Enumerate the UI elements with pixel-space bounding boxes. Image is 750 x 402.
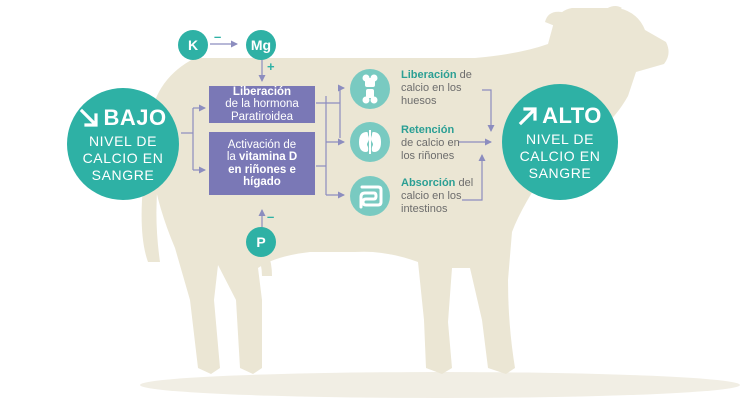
low-calcium-circle: BAJO NIVEL DE CALCIO EN SANGRE: [67, 88, 179, 200]
kidney-circle: [350, 122, 390, 162]
phosphorus-sign: –: [267, 209, 275, 224]
effect1-bold: Liberación: [401, 69, 457, 81]
high-line-3: SANGRE: [528, 164, 592, 181]
bone-release-text: Liberación de calcio en los huesos: [401, 69, 491, 108]
process2-line2-bold: vitamina D: [238, 151, 298, 163]
high-line-2: CALCIO EN: [519, 147, 601, 164]
magnesium-sign: +: [267, 59, 275, 74]
magnesium-badge: Mg: [246, 30, 276, 60]
connector-lines: [181, 40, 495, 228]
bone-joint-icon: [362, 74, 378, 104]
arrow-down-right-icon: [80, 108, 99, 127]
intestine-circle: [350, 176, 390, 216]
process2-line1: Activación de: [227, 138, 297, 151]
low-line-1: NIVEL DE: [88, 132, 158, 149]
effect3-rest: del: [455, 177, 474, 189]
intestines-icon: [359, 185, 383, 209]
arrow-up-right-icon: [518, 106, 537, 125]
process1-line3: Paratiroidea: [230, 110, 293, 123]
potassium-badge: K: [178, 30, 208, 60]
low-line-2: CALCIO EN: [82, 149, 164, 166]
process2-line2: la vitamina D: [213, 151, 311, 164]
parathyroid-hormone-box: Liberación de la hormona Paratiroidea: [209, 86, 315, 123]
high-heading: ALTO: [518, 103, 602, 129]
bone-circle: [350, 69, 390, 109]
effect2-bold: Retención: [401, 124, 455, 136]
effect1-line2: calcio en los: [401, 82, 462, 94]
effect1-rest: de: [456, 69, 472, 81]
vitamin-d-box: Activación de la vitamina D en riñones e…: [209, 132, 315, 195]
high-line-1: NIVEL DE: [525, 130, 595, 147]
effect2-line2: de calcio en: [401, 137, 460, 149]
effect3-line2: calcio en los: [401, 190, 462, 202]
process2-line3: en riñones e: [228, 163, 296, 176]
kidney-retention-text: Retención de calcio en los riñones: [401, 124, 491, 163]
low-line-3: SANGRE: [91, 166, 155, 183]
potassium-sign: –: [214, 29, 222, 44]
process2-line4: hígado: [243, 176, 281, 188]
process1-bold: Liberación: [232, 85, 292, 98]
process2-line2-pre: la: [226, 151, 239, 163]
process1-line2: de la hormona: [225, 98, 299, 111]
effect3-bold: Absorción: [401, 177, 456, 189]
high-title: ALTO: [542, 102, 602, 128]
low-heading: BAJO: [79, 105, 166, 131]
kidneys-icon: [359, 130, 381, 154]
effect2-line3: los riñones: [401, 150, 455, 162]
phosphorus-badge: P: [246, 227, 276, 257]
effect3-line3: intestinos: [401, 203, 448, 215]
high-calcium-circle: ALTO NIVEL DE CALCIO EN SANGRE: [502, 84, 618, 200]
intestine-absorption-text: Absorción del calcio en los intestinos: [401, 177, 491, 216]
low-title: BAJO: [103, 104, 167, 130]
effect1-line3: huesos: [401, 95, 437, 107]
ground-shadow: [140, 372, 740, 398]
